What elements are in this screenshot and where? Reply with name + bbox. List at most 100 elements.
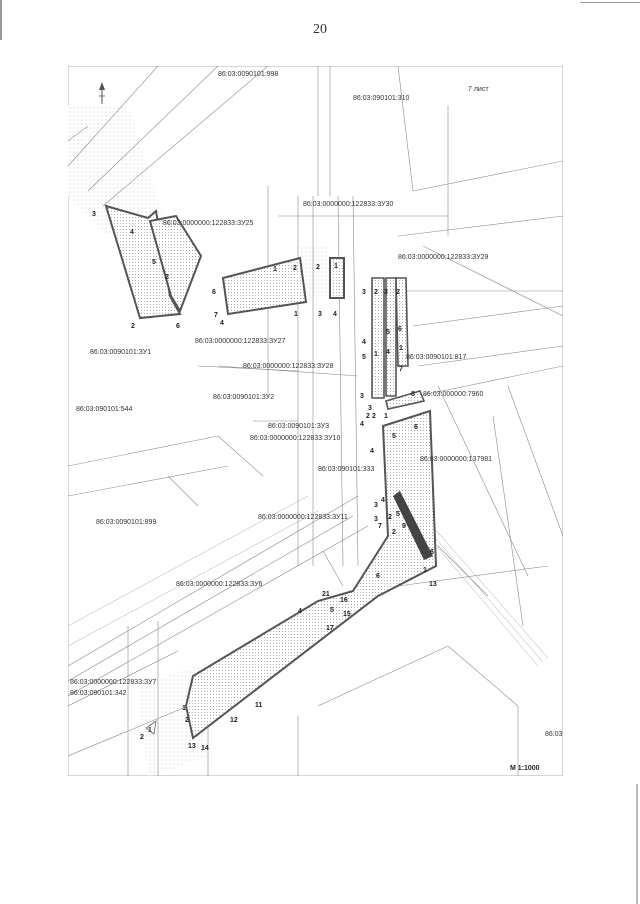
label-zu10: 86:03:0000000:122833:ЗУ10 [250, 435, 340, 442]
point-4: 4 [381, 497, 385, 504]
point-15: 15 [343, 611, 351, 618]
parcel-labels: 86:03:0090101:998 86:03:090101:310 7 лис… [70, 71, 563, 738]
label-p-0101-899: 86:03:0090101:899 [96, 519, 156, 526]
point-7: 7 [399, 366, 403, 373]
point-21: 21 [322, 591, 330, 598]
point-7: 7 [378, 523, 382, 530]
point-5: 5 [386, 329, 390, 336]
point-3: 3 [360, 393, 364, 400]
point-2: 2 [185, 717, 189, 724]
label-p-090101-544: 86:03:090101:544 [76, 406, 133, 413]
point-2: 2 [366, 413, 370, 420]
label-p-0101-817: 86:03:0090101:817 [406, 354, 466, 361]
point-5: 5 [362, 354, 366, 361]
label-zu29: 86:03:0000000:122833:ЗУ29 [398, 254, 488, 261]
parcel-zu30 [329, 257, 345, 299]
point-6: 6 [414, 424, 418, 431]
label-zu11: 86:03:0000000:122833:ЗУ11 [258, 514, 348, 521]
label-edge-86-03: 86:03 [545, 731, 563, 738]
point-3: 3 [362, 289, 366, 296]
label-zu25: 86:03:0000000:122833:ЗУ25 [163, 220, 253, 227]
point-1: 1 [384, 413, 388, 420]
point-12: 12 [230, 717, 238, 724]
point-4: 4 [360, 421, 364, 428]
parcel-zu27 [221, 256, 308, 316]
point-16: 16 [340, 597, 348, 604]
cadastral-boundaries [67, 65, 564, 776]
label-zu6: 86:03:0000000:122833:ЗУ6 [176, 581, 263, 588]
point-2: 2 [140, 734, 144, 741]
label-zu1: 86:03:0090101:ЗУ1 [90, 349, 151, 356]
point-1: 1 [374, 351, 378, 358]
label-p-7960: 86:03:000000:7960 [423, 391, 483, 398]
point-4: 4 [298, 608, 302, 615]
label-p-0101-998: 86:03:0090101:998 [218, 71, 278, 78]
point-13: 13 [429, 581, 437, 588]
label-p-0101-310: 86:03:090101:310 [353, 95, 410, 102]
point-7: 7 [214, 312, 218, 319]
label-zu27: 86:03:0000000:122833:ЗУ27 [195, 338, 285, 345]
page-edge-mark-top [580, 2, 640, 3]
parcel-zu11-zu6 [184, 409, 438, 740]
label-sheet: 7 лист [468, 86, 489, 93]
point-4: 4 [370, 448, 374, 455]
point-2: 2 [396, 289, 400, 296]
point-5: 5 [330, 607, 334, 614]
label-p-090101-333: 86:03:090101:333 [318, 466, 375, 473]
label-zu28: 86:03:0000000:122833:ЗУ28 [243, 363, 333, 370]
point-14: 14 [201, 745, 209, 752]
point-17: 17 [326, 625, 334, 632]
parcel-zu25 [148, 214, 203, 314]
label-p-137981: 86:03:0000000:137981 [420, 456, 492, 463]
point-2: 2 [392, 529, 396, 536]
point-3: 3 [368, 405, 372, 412]
point-1: 1 [273, 266, 277, 273]
point-2: 2 [388, 514, 392, 521]
point-13: 13 [188, 743, 196, 750]
dotted-zone-left [68, 106, 163, 236]
dark-band [393, 491, 433, 560]
map-canvas: 86:03:0090101:998 86:03:090101:310 7 лис… [67, 65, 564, 777]
point-5: 5 [392, 433, 396, 440]
parcel-7960 [385, 390, 426, 410]
point-3: 3 [318, 311, 322, 318]
point-6: 6 [176, 323, 180, 330]
point-11: 11 [255, 702, 263, 709]
parcel-zu29-c [395, 277, 409, 367]
point-4: 4 [386, 349, 390, 356]
point-2: 2 [374, 289, 378, 296]
point-2: 2 [372, 413, 376, 420]
point-6: 6 [430, 549, 434, 556]
point-2: 2 [165, 274, 169, 281]
point-1: 1 [334, 263, 338, 270]
point-2: 2 [131, 323, 135, 330]
point-6: 6 [212, 289, 216, 296]
point-1: 1 [182, 705, 186, 712]
point-4: 4 [220, 320, 224, 327]
point-3: 3 [374, 502, 378, 509]
point-3: 3 [92, 211, 96, 218]
label-p-090101-342: 86:03:090101:342 [70, 690, 127, 697]
point-6: 6 [376, 573, 380, 580]
point-numbers: 3 4 5 2 2 6 6 7 4 1 2 2 1 1 3 4 3 2 3 2 … [92, 211, 437, 752]
triangle-marker-icon [145, 720, 157, 735]
page-edge-mark-left [0, 0, 2, 40]
point-8: 8 [411, 391, 415, 398]
point-1: 1 [423, 567, 427, 574]
parcel-zu29-a [371, 277, 385, 399]
point-9: 9 [402, 523, 406, 530]
point-3: 3 [374, 516, 378, 523]
point-2: 2 [293, 265, 297, 272]
point-3: 3 [384, 289, 388, 296]
point-5: 5 [152, 259, 156, 266]
page-edge-mark-right [636, 784, 638, 904]
page-number: 20 [313, 22, 327, 37]
parcel-zu29-b [385, 277, 397, 397]
point-4: 4 [333, 311, 337, 318]
north-arrow-icon [99, 82, 105, 104]
parcels [104, 204, 438, 740]
point-4: 4 [130, 229, 134, 236]
cadastral-map: 86:03:0090101:998 86:03:090101:310 7 лис… [67, 65, 564, 777]
point-1: 1 [294, 311, 298, 318]
point-2: 2 [316, 264, 320, 271]
